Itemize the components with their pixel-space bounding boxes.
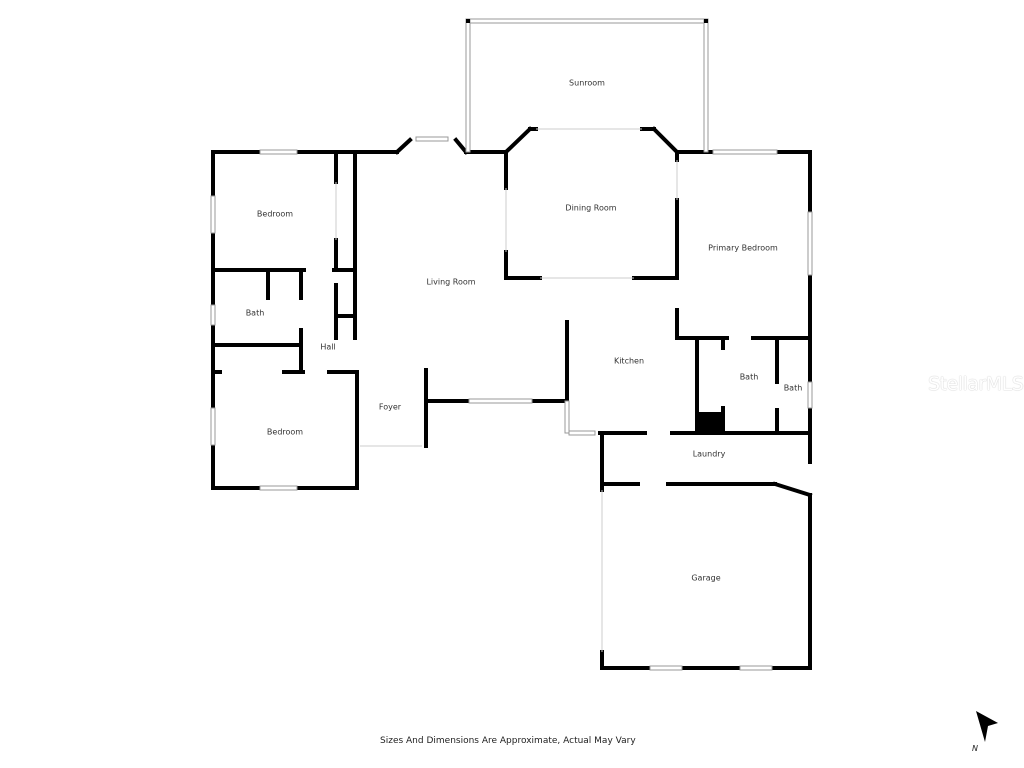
room-label-dining-room: Dining Room xyxy=(565,203,617,213)
room-label-primary-bedroom: Primary Bedroom xyxy=(708,243,778,253)
room-label-living-room: Living Room xyxy=(426,277,476,287)
room-label-bath-1: Bath xyxy=(245,308,265,318)
room-label-hall: Hall xyxy=(320,342,336,352)
room-label-bath-3: Bath xyxy=(783,383,803,393)
room-label-kitchen: Kitchen xyxy=(613,356,645,366)
room-label-bedroom-2: Bedroom xyxy=(266,427,304,437)
north-arrow-icon xyxy=(976,711,998,742)
room-label-bedroom-1: Bedroom xyxy=(256,209,294,219)
room-label-bath-2: Bath xyxy=(739,372,759,382)
windows xyxy=(210,18,813,671)
disclaimer-text: Sizes And Dimensions Are Approximate, Ac… xyxy=(380,736,636,746)
compass-label: N xyxy=(972,744,978,753)
room-label-foyer: Foyer xyxy=(378,402,402,412)
room-label-laundry: Laundry xyxy=(692,449,726,459)
room-label-garage: Garage xyxy=(691,573,721,583)
watermark: StellarMLS xyxy=(928,373,1024,395)
openings xyxy=(335,128,678,652)
room-label-sunroom: Sunroom xyxy=(569,78,605,88)
